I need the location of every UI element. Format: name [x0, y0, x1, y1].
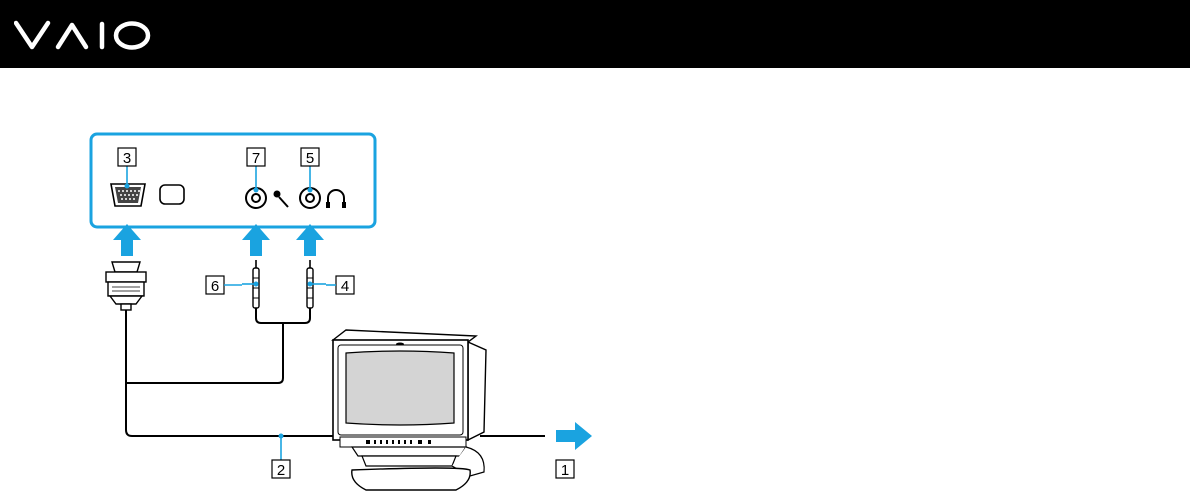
callout-5: 5 [301, 148, 319, 167]
svg-text:1: 1 [561, 462, 569, 479]
arrow-right-icon [556, 422, 592, 450]
svg-text:4: 4 [341, 278, 349, 295]
callout-4: 4 [336, 276, 354, 295]
svg-text:6: 6 [211, 278, 219, 295]
audio-plug-icon [242, 260, 259, 308]
connection-diagram: 3 7 5 [0, 68, 1190, 496]
vga-plug-icon [106, 262, 146, 310]
vaio-logo-icon [14, 18, 154, 52]
header-bar [0, 0, 1190, 68]
arrow-up-icon [242, 224, 270, 256]
callout-6: 6 [206, 276, 224, 295]
arrow-up-icon [296, 224, 324, 256]
callout-2: 2 [272, 460, 290, 479]
callout-3: 3 [118, 148, 136, 167]
svg-text:5: 5 [306, 150, 314, 167]
crt-monitor-icon [333, 330, 486, 490]
svg-text:7: 7 [252, 150, 260, 167]
svg-text:2: 2 [277, 462, 285, 479]
audio-plug-icon [307, 260, 326, 308]
callout-7: 7 [247, 148, 265, 167]
svg-text:3: 3 [123, 150, 131, 167]
callout-1: 1 [556, 460, 574, 479]
arrow-up-icon [113, 224, 141, 256]
